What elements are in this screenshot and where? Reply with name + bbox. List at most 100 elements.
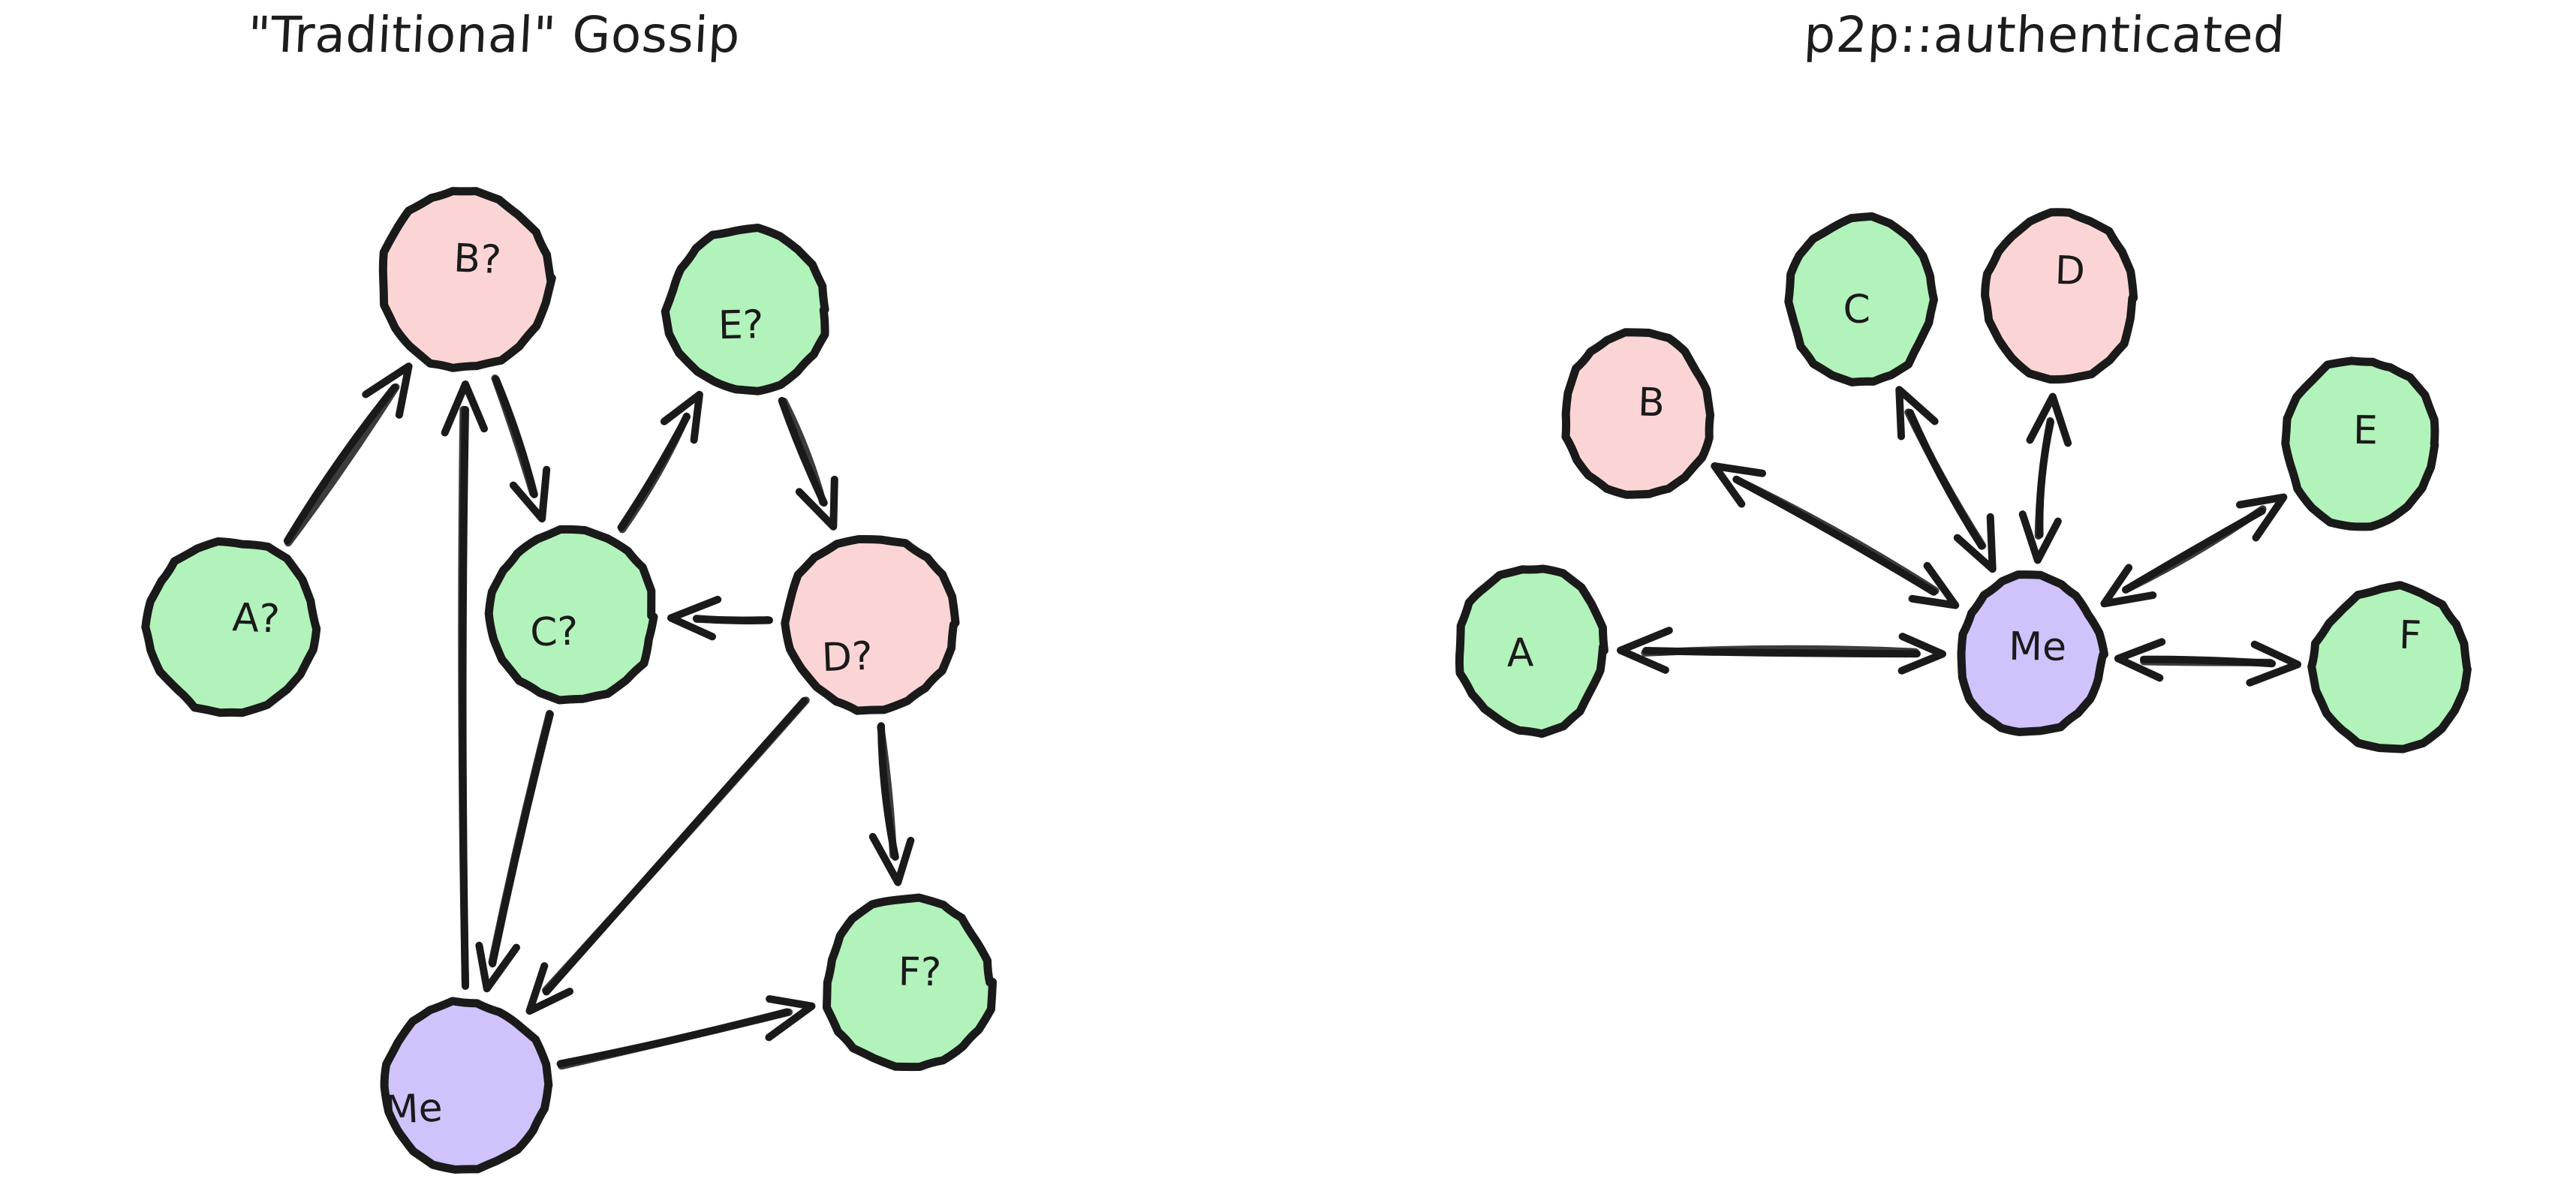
node-d[interactable]: D? [781, 534, 960, 715]
node-circle[interactable] [378, 187, 556, 372]
edge-shaft [693, 615, 772, 624]
edge-me-to-b [1711, 462, 1960, 609]
node-label: E [2353, 408, 2379, 453]
node-circle[interactable] [2281, 356, 2439, 531]
edge-shaft [488, 709, 553, 966]
node-circle[interactable] [823, 893, 997, 1072]
node-label: E? [718, 302, 764, 348]
node-layer: B? E? A? C? D? F? Me [141, 187, 997, 1174]
arrow-head [765, 995, 816, 1042]
edge-shaft [491, 374, 537, 498]
node-label: D [2054, 248, 2086, 294]
edge-layer [283, 362, 915, 1070]
edge-shaft [542, 696, 810, 994]
node-me[interactable]: Me [380, 997, 553, 1174]
node-b[interactable]: B? [378, 187, 556, 372]
node-c[interactable]: C [1784, 212, 1938, 386]
graph-p2p-authenticated: B C D E A F Me [1455, 208, 2472, 753]
node-a[interactable]: A [1455, 564, 1608, 738]
node-e[interactable]: E? [661, 224, 829, 395]
node-circle[interactable] [141, 537, 321, 717]
arrow-head [1895, 386, 1939, 441]
arrow-head [667, 595, 722, 641]
node-e[interactable]: E [2281, 356, 2439, 531]
edge-shaft [458, 405, 469, 989]
node-circle[interactable] [1784, 212, 1938, 386]
arrow-head [2246, 640, 2302, 687]
node-b[interactable]: B [1561, 328, 1715, 499]
arrow-head [362, 362, 413, 419]
edge-me-to-f [2114, 638, 2302, 687]
arrow-head [2100, 564, 2157, 608]
edge-d-to-c [667, 595, 773, 641]
node-label: C? [529, 609, 579, 656]
arrow-head [2114, 638, 2166, 682]
edge-shaft [1641, 645, 1919, 657]
node-f[interactable]: F? [823, 893, 997, 1072]
arrow-head [475, 941, 520, 993]
edge-me-to-c [1895, 386, 1997, 573]
node-d[interactable]: D [1981, 208, 2138, 384]
arrow-head [2236, 493, 2288, 542]
node-label: Me [2009, 624, 2067, 670]
arrow-head [2018, 510, 2062, 564]
node-circle[interactable] [1981, 208, 2138, 384]
edge-d-to-f [868, 722, 915, 886]
node-label: B? [453, 236, 502, 283]
edge-b-to-c [491, 374, 551, 523]
edge-shaft [877, 723, 898, 859]
node-label: Me [384, 1085, 444, 1133]
node-circle[interactable] [380, 997, 553, 1174]
node-circle[interactable] [661, 224, 829, 395]
edge-d-to-me [525, 696, 810, 1015]
node-label: A [1506, 630, 1534, 676]
edge-shaft [1904, 408, 1987, 550]
node-label: D? [821, 634, 874, 681]
arrow-head [1711, 462, 1766, 508]
node-layer: B C D E A F Me [1455, 208, 2472, 753]
edge-me-to-b [441, 380, 488, 990]
edge-shaft [2034, 417, 2054, 540]
node-circle[interactable] [1561, 328, 1715, 499]
edge-c-to-me [475, 709, 554, 993]
arrow-head [660, 390, 703, 444]
arrow-head [509, 465, 551, 523]
node-label: A? [231, 595, 281, 642]
node-c[interactable]: C? [484, 525, 658, 705]
node-f[interactable]: F [2307, 581, 2472, 753]
node-a[interactable]: A? [141, 537, 321, 717]
arrow-head [868, 832, 915, 886]
arrow-head [795, 475, 838, 531]
node-label: B [1637, 380, 1666, 426]
edge-shaft [558, 1008, 793, 1070]
edge-layer [1617, 386, 2302, 687]
edge-a-to-b [283, 362, 413, 547]
edge-me-to-a [1617, 627, 1946, 675]
arrow-head [1897, 633, 1946, 675]
edge-shaft [284, 383, 400, 547]
arrow-head [1953, 513, 1997, 573]
edge-shaft [2140, 657, 2274, 666]
node-circle[interactable] [1455, 564, 1608, 738]
node-circle[interactable] [1957, 570, 2108, 736]
arrow-head [1908, 561, 1960, 609]
node-label: C [1843, 287, 1870, 333]
node-label: F [2398, 613, 2422, 659]
edge-shaft [618, 412, 691, 534]
arrow-head [1617, 627, 1673, 674]
edge-me-to-e [2100, 493, 2288, 608]
edge-me-to-d [2018, 392, 2072, 564]
node-circle[interactable] [781, 534, 960, 715]
node-label: F? [898, 950, 941, 996]
node-me[interactable]: Me [1957, 570, 2108, 736]
edge-shaft [2123, 505, 2267, 593]
node-circle[interactable] [484, 525, 658, 705]
edge-shaft [780, 397, 827, 507]
edge-me-to-f [556, 995, 816, 1070]
edge-c-to-e [617, 390, 703, 534]
edge-e-to-d [778, 396, 838, 531]
node-circle[interactable] [2307, 581, 2472, 753]
edge-shaft [1734, 477, 1940, 595]
